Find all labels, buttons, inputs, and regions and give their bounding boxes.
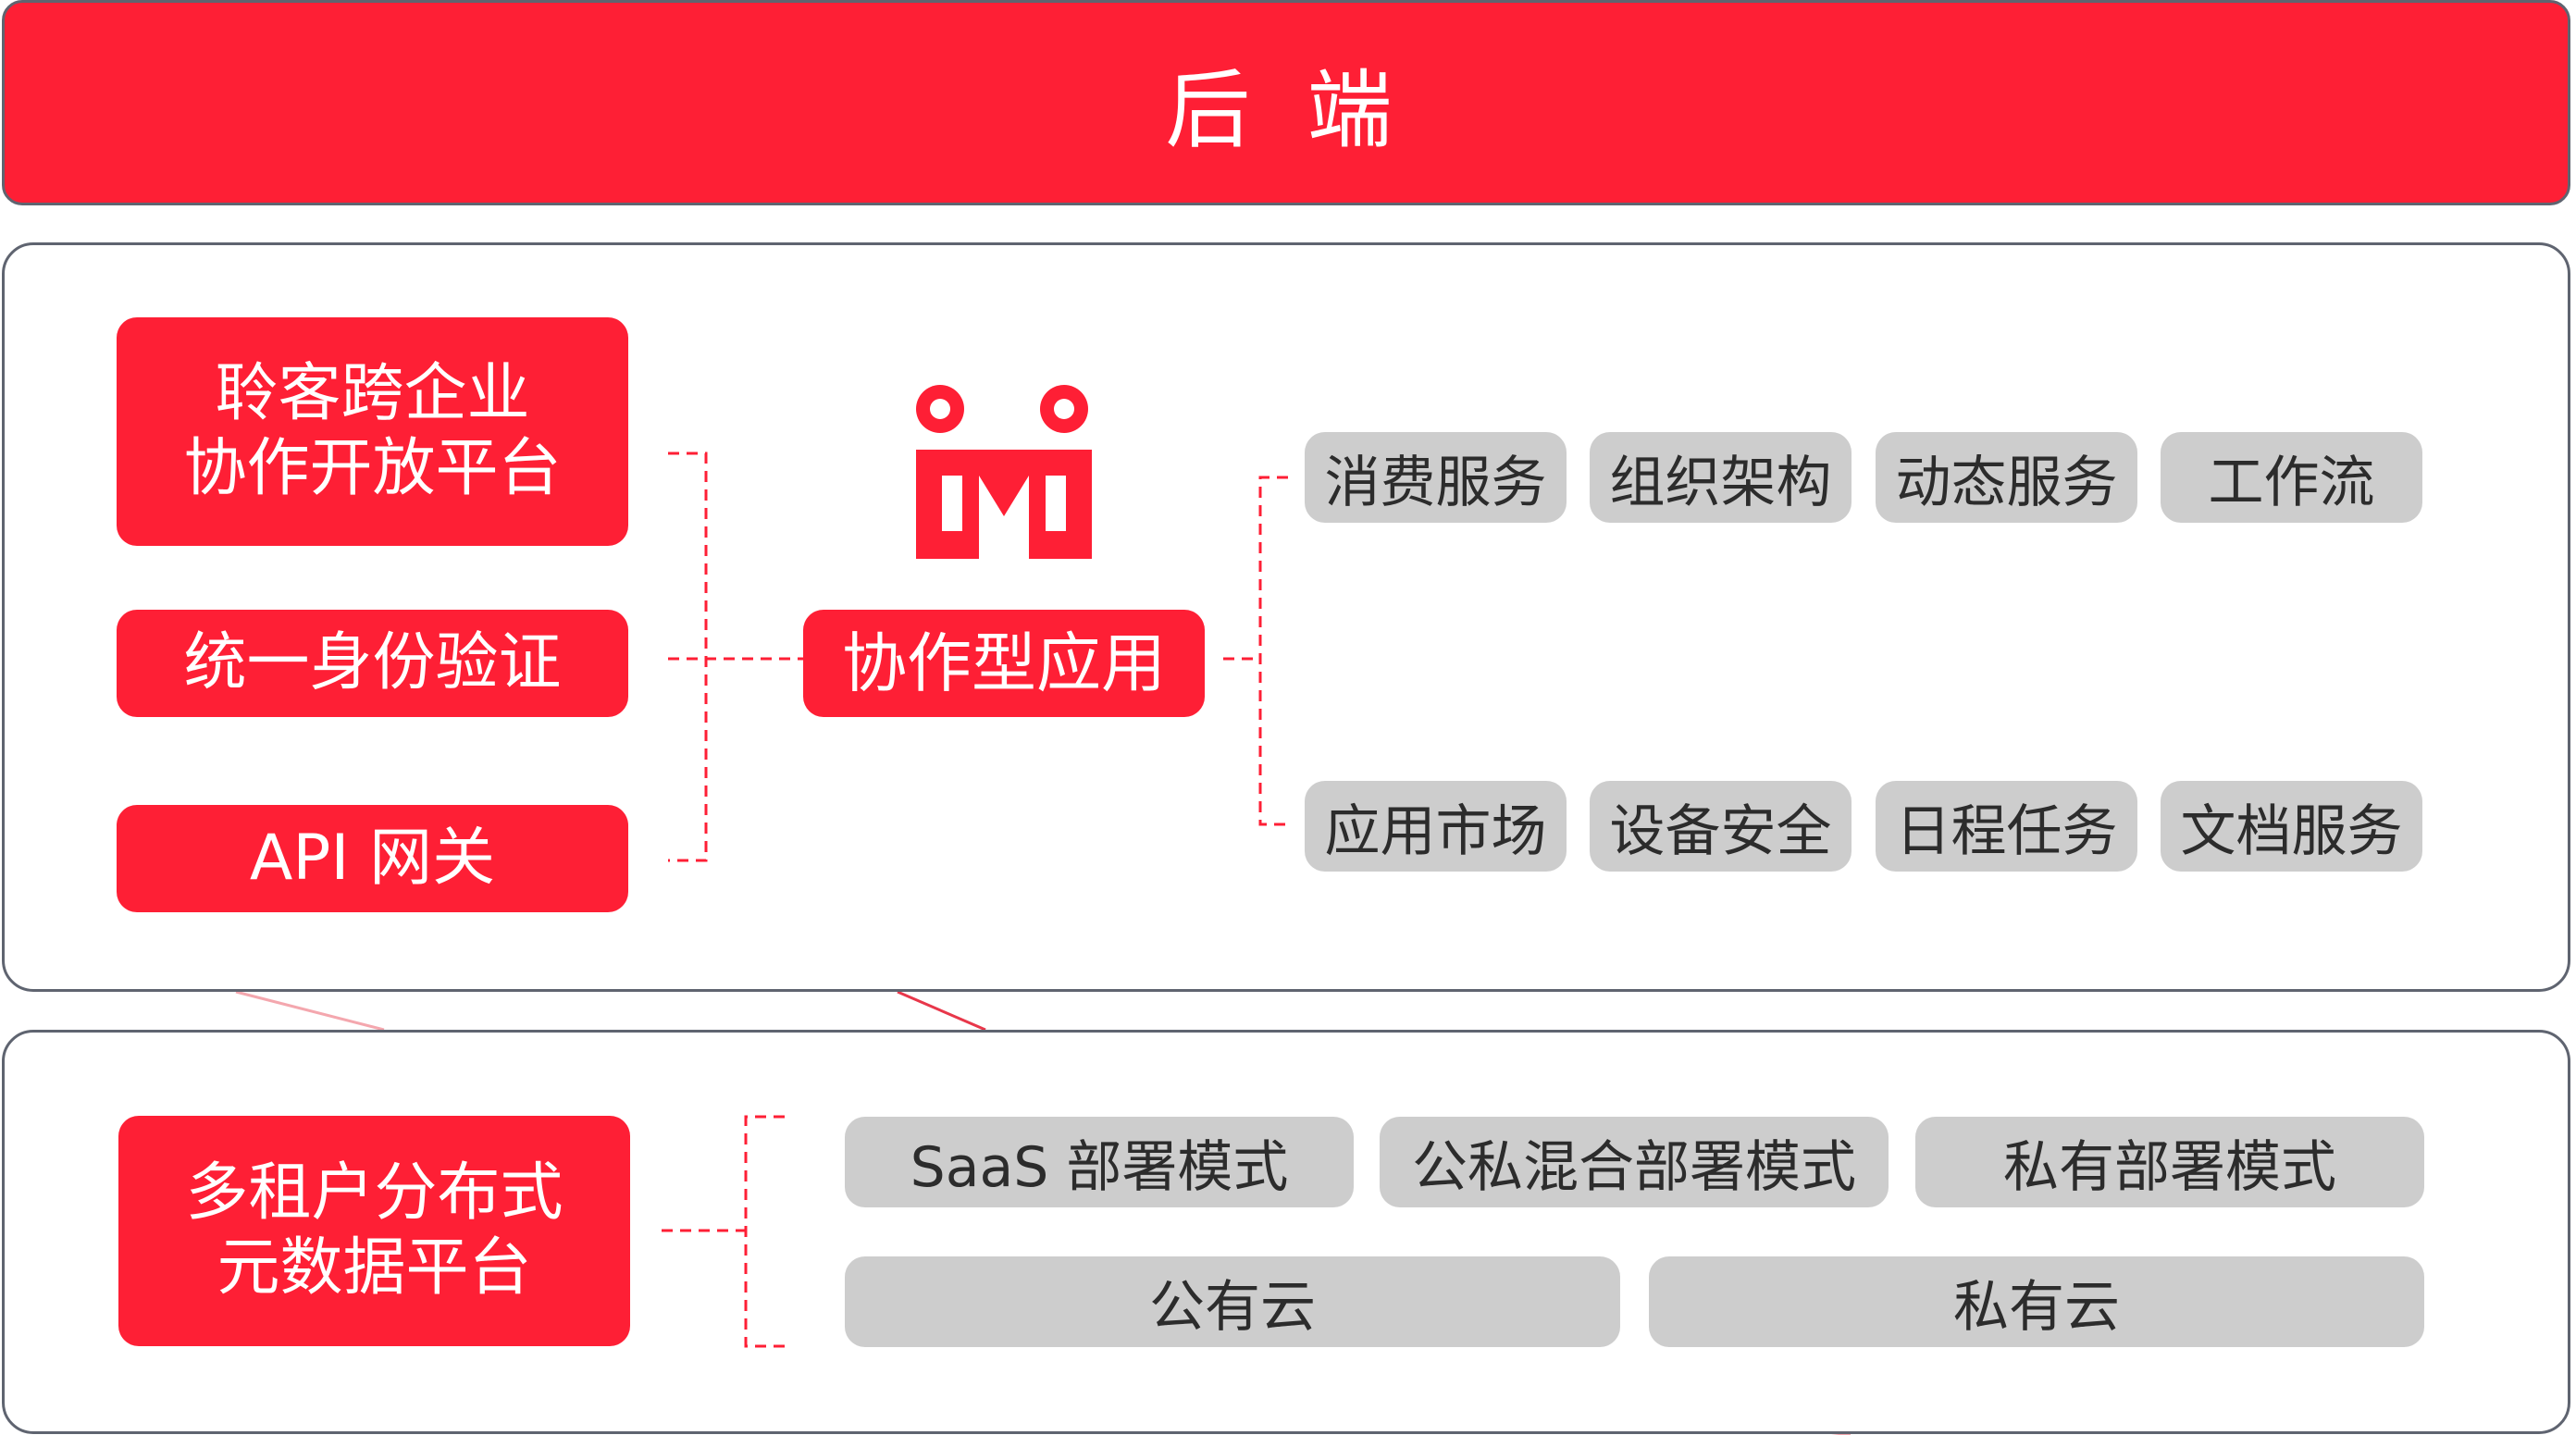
identity-auth-label: 统一身份验证 [183,625,562,699]
metadata-platform-box: 多租户分布式 元数据平台 [118,1116,630,1346]
identity-auth-box: 统一身份验证 [117,610,628,717]
service-device-security: 设备安全 [1590,781,1852,872]
service-label: 组织架构 [1609,450,1832,515]
metadata-platform-line-2: 元数据平台 [217,1231,532,1305]
deploy-label: 私有部署模式 [2003,1134,2336,1200]
deploy-saas: SaaS 部署模式 [845,1117,1354,1207]
service-workflow: 工作流 [2161,432,2422,523]
collab-app-label: 协作型应用 [842,625,1166,701]
service-feed: 动态服务 [1876,432,2137,523]
deploy-label: SaaS 部署模式 [910,1134,1289,1200]
backend-header: 后 端 [2,0,2570,205]
deploy-private: 私有部署模式 [1915,1117,2424,1207]
open-platform-line-2: 协作开放平台 [183,431,562,505]
deploy-label: 公私混合部署模式 [1412,1134,1856,1200]
cloud-label: 公有云 [1149,1274,1316,1340]
service-schedule-tasks: 日程任务 [1876,781,2137,872]
service-app-market: 应用市场 [1305,781,1567,872]
api-gateway-box: API 网关 [117,805,628,912]
metadata-platform-line-1: 多租户分布式 [185,1157,564,1231]
service-label: 设备安全 [1609,798,1832,864]
deploy-hybrid: 公私混合部署模式 [1380,1117,1889,1207]
service-label: 消费服务 [1324,450,1547,515]
service-label: 日程任务 [1895,798,2118,864]
service-label: 动态服务 [1895,450,2118,515]
service-consumption: 消费服务 [1305,432,1567,523]
logo-mark-icon [916,385,1092,559]
open-platform-box: 聆客跨企业 协作开放平台 [117,317,628,546]
api-gateway-label: API 网关 [249,821,496,895]
collab-app-box: 协作型应用 [803,610,1205,717]
service-label: 应用市场 [1324,798,1547,864]
cloud-label: 私有云 [1953,1274,2120,1340]
service-label: 文档服务 [2180,798,2403,864]
cloud-public: 公有云 [845,1256,1620,1347]
service-org-structure: 组织架构 [1590,432,1852,523]
service-label: 工作流 [2208,450,2375,515]
cloud-private: 私有云 [1649,1256,2424,1347]
open-platform-line-1: 聆客跨企业 [215,357,530,431]
service-documents: 文档服务 [2161,781,2422,872]
header-title: 后 端 [1165,60,1407,160]
